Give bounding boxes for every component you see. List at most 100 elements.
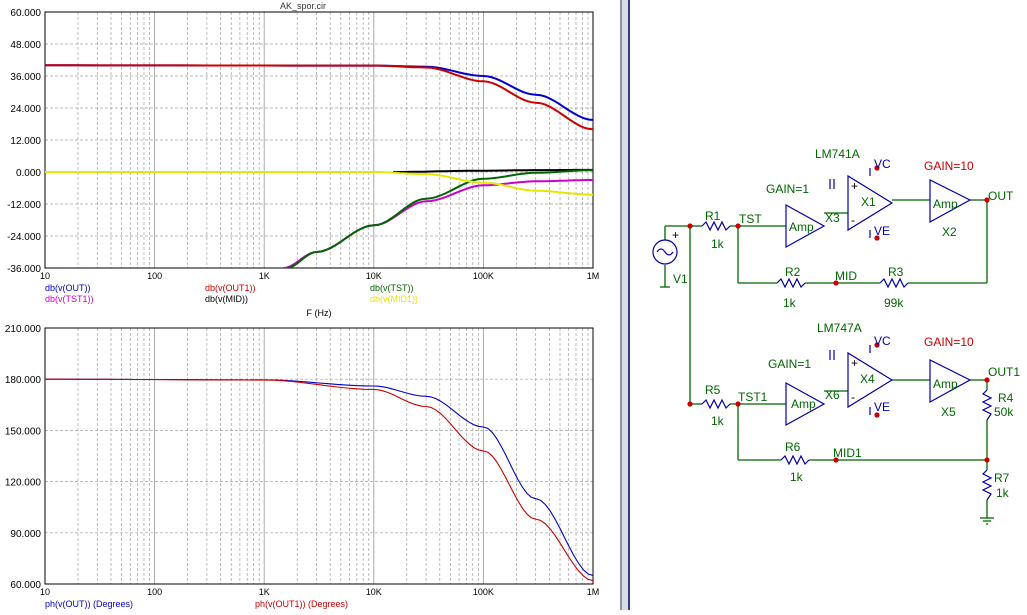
x-tick-label: 1K <box>259 587 270 597</box>
label-x3: X3 <box>825 211 840 225</box>
label-v1-plus: + <box>672 228 679 242</box>
label-r5: R5 <box>705 383 721 397</box>
label-r7-value: 1k <box>996 486 1010 500</box>
window-divider[interactable] <box>620 0 630 610</box>
label-gain1b: GAIN=1 <box>768 357 811 371</box>
schematic-window: LM741A VC VE GAIN=10 GAIN=1 Amp Amp X3 X… <box>630 0 1027 610</box>
label-x1: X1 <box>861 195 876 209</box>
sim-title: AK_spor.cir <box>280 1 326 11</box>
resistors <box>701 220 993 501</box>
label-ve2: VE <box>874 400 890 414</box>
label-amp-x2: Amp <box>933 197 958 211</box>
legend-label: db(v(OUT)) <box>45 283 91 293</box>
junction-dots <box>687 165 990 463</box>
label-x5: X5 <box>941 405 956 419</box>
y-tick-label: 36.000 <box>10 72 41 83</box>
resistor-r1 <box>701 220 731 232</box>
label-minus-x1: - <box>851 213 855 227</box>
phase-chart: 210.000180.000150.000120.00090.00060.000… <box>5 324 599 609</box>
x-tick-label: 100K <box>473 587 494 597</box>
label-x2: X2 <box>942 225 957 239</box>
legend-label: db(v(OUT1)) <box>205 283 256 293</box>
y-tick-label: 48.000 <box>10 40 41 51</box>
amp-x5 <box>929 359 972 404</box>
x-tick-label: 10K <box>366 271 382 281</box>
label-tst1: TST1 <box>738 390 768 404</box>
label-minus-x4: - <box>851 390 855 404</box>
opamp-x1 <box>847 174 894 232</box>
resistor-r3 <box>879 277 909 289</box>
label-r5-value: 1k <box>711 414 725 428</box>
series-line <box>286 169 593 268</box>
series-line <box>45 171 593 196</box>
y-tick-label: 0.000 <box>16 168 41 179</box>
x-axis-label: F (Hz) <box>307 308 332 318</box>
label-r4: R4 <box>998 391 1014 405</box>
y-tick-label: -12.000 <box>7 200 41 211</box>
label-x6: X6 <box>825 388 840 402</box>
series-line <box>393 168 593 173</box>
label-v1: V1 <box>673 272 688 286</box>
legend-label: db(v(TST1)) <box>45 294 94 304</box>
label-mid1: MID1 <box>833 446 862 460</box>
y-tick-label: 210.000 <box>5 324 42 335</box>
label-r4-value: 50k <box>994 405 1014 419</box>
amplifiers <box>785 168 972 427</box>
y-tick-label: 150.000 <box>5 426 42 437</box>
plot-frame <box>44 11 594 269</box>
series-line <box>45 378 593 577</box>
plot-window: AK_spor.cir 60.000 48.000 36.000 24.000 12.0… <box>5 1 599 609</box>
voltage-source-v1[interactable] <box>652 239 678 265</box>
label-gain1: GAIN=1 <box>766 182 809 196</box>
x-tick-label: 1M <box>587 271 600 281</box>
y-tick-label: 180.000 <box>5 375 42 386</box>
y-tick-label: -24.000 <box>7 232 41 243</box>
x-tick-label: 10 <box>40 271 50 281</box>
legend-label: db(v(MID)) <box>205 294 248 304</box>
label-r3-value: 99k <box>884 296 904 310</box>
label-gain10: GAIN=10 <box>924 159 974 173</box>
label-r1: R1 <box>705 209 721 223</box>
resistor-r2 <box>776 277 806 289</box>
y-tick-label: 60.000 <box>10 8 41 19</box>
series-line <box>45 378 593 582</box>
resistor-r4 <box>981 389 993 421</box>
label-ve: VE <box>874 224 890 238</box>
series-line <box>45 64 593 131</box>
resistor-r6 <box>780 454 810 466</box>
label-vc: VC <box>874 157 891 171</box>
y-tick-label: 24.000 <box>10 104 41 115</box>
x-tick-label: 100K <box>473 271 494 281</box>
plot-canvas: AK_spor.cir 60.000 48.000 36.000 24.000 12.0… <box>5 1 599 609</box>
label-r7: R7 <box>994 471 1010 485</box>
x-tick-label: 100 <box>147 587 162 597</box>
label-amp-x6: Amp <box>791 397 816 411</box>
label-r3: R3 <box>888 265 904 279</box>
label-r2-value: 1k <box>783 296 797 310</box>
label-amp-x3: Amp <box>789 220 814 234</box>
label-out: OUT <box>988 189 1014 203</box>
label-tst: TST <box>739 212 762 226</box>
label-vc2: VC <box>874 334 891 348</box>
label-r2: R2 <box>785 265 801 279</box>
label-out1: OUT1 <box>988 365 1020 379</box>
label-lm747a: LM747A <box>817 321 862 335</box>
legend-label: db(v(TST)) <box>370 283 414 293</box>
y-tick-label: 60.000 <box>10 580 41 591</box>
x-tick-label: 1K <box>259 271 270 281</box>
x-tick-label: 10 <box>40 587 50 597</box>
magnitude-chart: 60.000 48.000 36.000 24.000 12.000 0.000 -12.0… <box>7 8 599 318</box>
legend-label: ph(v(OUT)) (Degrees) <box>45 599 133 609</box>
schematic-canvas: LM741A VC VE GAIN=10 GAIN=1 Amp Amp X3 X… <box>652 147 1020 525</box>
schematic-labels: LM741A VC VE GAIN=10 GAIN=1 Amp Amp X3 X… <box>672 147 1020 500</box>
amp-x3 <box>785 203 826 249</box>
legend-label: ph(v(OUT1)) (Degrees) <box>255 599 348 609</box>
amp-x2 <box>929 179 972 224</box>
plot-frame <box>44 327 594 585</box>
resistor-r5 <box>701 398 731 410</box>
y-tick-label: 12.000 <box>10 136 41 147</box>
label-plus-x4: + <box>851 356 858 370</box>
x-tick-label: 1M <box>587 587 600 597</box>
y-tick-label: 120.000 <box>5 478 42 489</box>
label-mid: MID <box>835 269 857 283</box>
